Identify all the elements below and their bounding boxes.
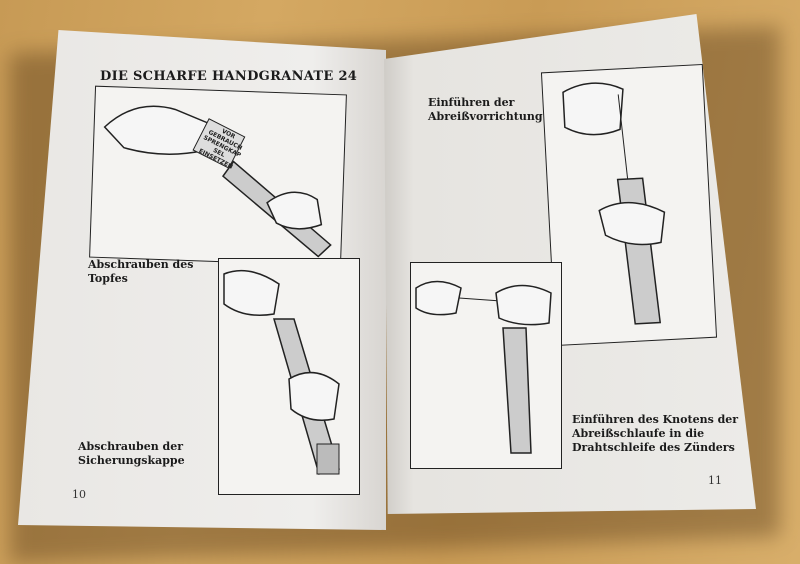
page-title: DIE SCHARFE HANDGRANATE 24: [100, 69, 358, 84]
illustration-insert-pull-cord: [540, 63, 718, 347]
grenade-head-drawing: [103, 105, 332, 258]
illustration-unscrew-head: VOR GEBRAUCH SPRENGKAPSEL EINSETZEN: [89, 85, 347, 267]
page-number-right: 11: [708, 474, 722, 487]
caption-insert-pull-cord: Einführen der Abreißvorrichtung: [428, 96, 543, 123]
knot-drawing: [415, 280, 552, 454]
page-number-left: 10: [72, 488, 86, 501]
illustration-unscrew-cap: [218, 258, 360, 495]
pull-cord-drawing: [562, 82, 666, 325]
caption-unscrew-head: Abschrauben des Topfes: [88, 258, 194, 285]
illustration-insert-knot: [410, 262, 562, 469]
caption-unscrew-cap: Abschrauben der Sicherungskappe: [78, 440, 185, 467]
caption-insert-knot: Einführen des Knotens der Abreißschlaufe…: [572, 413, 739, 454]
grenade-cap-drawing: [223, 269, 340, 475]
